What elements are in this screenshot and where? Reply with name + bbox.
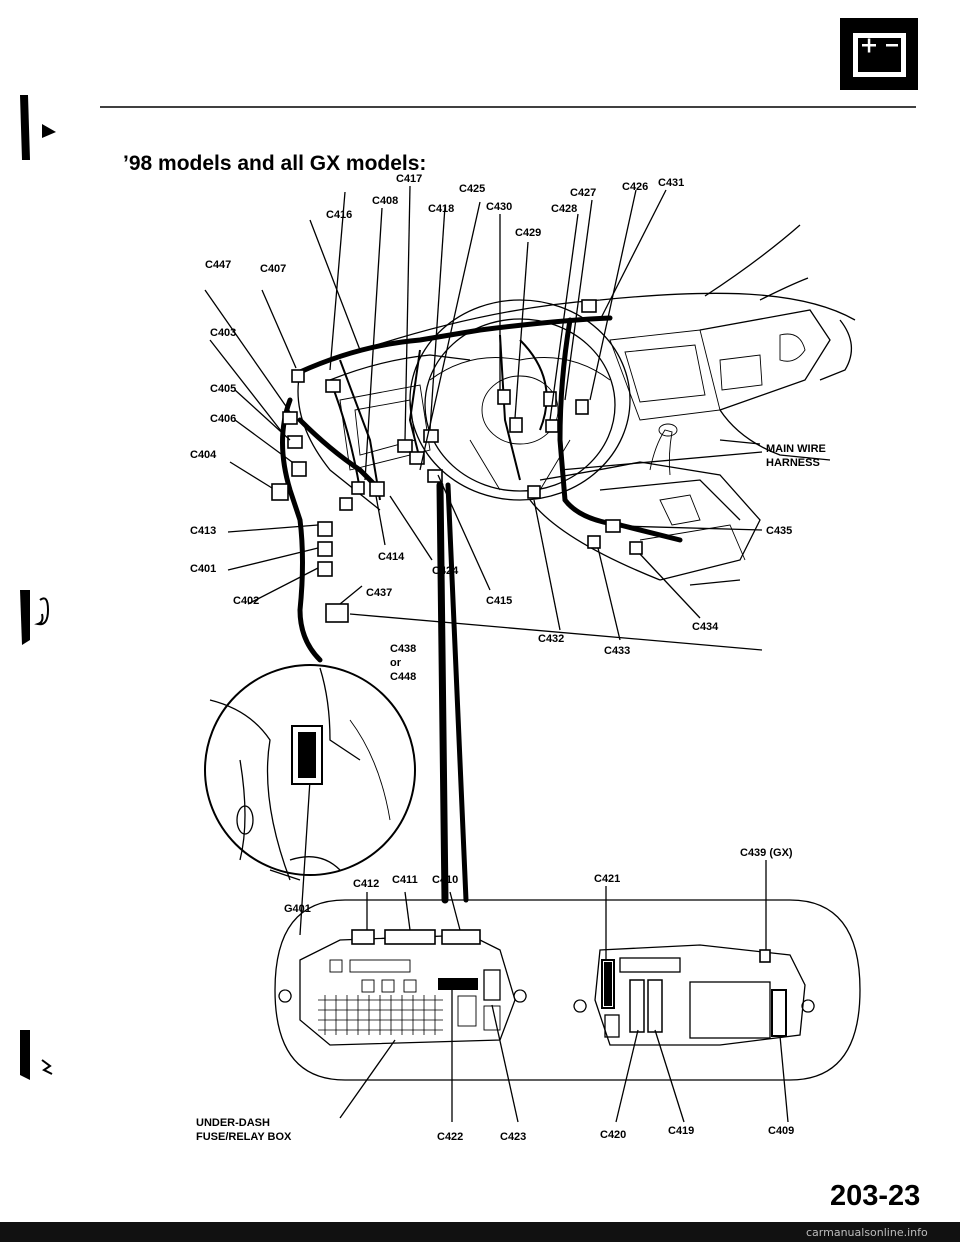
leader-lines [204,185,763,936]
label-c421: C421 [594,873,620,885]
label-or: or [390,657,402,669]
label-main-wire-1: MAIN WIRE [766,443,826,455]
label-c427: C427 [570,187,596,199]
label-c432: C432 [538,633,564,645]
label-c401: C401 [190,563,216,575]
label-main-wire-2: HARNESS [766,457,820,469]
label-c405: C405 [210,383,236,395]
label-c448: C448 [390,671,416,683]
label-c424: C424 [432,565,459,577]
label-fuse-1: UNDER-DASH [196,1117,270,1129]
connector-symbols [271,299,643,623]
label-c435: C435 [766,525,792,537]
label-c426: C426 [622,181,648,193]
label-c404: C404 [190,449,217,461]
label-c428: C428 [551,203,577,215]
label-c407: C407 [260,263,286,275]
label-c420: C420 [600,1129,626,1141]
inset-detail [204,664,416,881]
fuse-box-leaders [339,860,789,1123]
label-c414: C414 [378,551,405,563]
label-c425: C425 [459,183,485,195]
label-c417: C417 [396,173,422,185]
label-c411: C411 [392,874,418,886]
label-c439: C439 (GX) [740,847,793,859]
label-c409: C409 [768,1125,794,1137]
page-number: 203-23 [830,1180,920,1212]
fuse-relay-box [274,899,861,1081]
label-c431: C431 [658,177,684,189]
label-c423: C423 [500,1131,526,1143]
label-c434: C434 [692,621,719,633]
dashboard-drawing [280,224,856,904]
label-c419: C419 [668,1125,694,1137]
label-c437: C437 [366,587,392,599]
battery-icon [840,18,918,90]
label-c402: C402 [233,595,259,607]
label-c416: C416 [326,209,352,221]
label-c429: C429 [515,227,541,239]
label-c415: C415 [486,595,512,607]
label-c433: C433 [604,645,630,657]
label-c430: C430 [486,201,512,213]
connector-labels: C417 C408 C416 C425 C418 C430 C429 C427 … [190,173,826,1143]
label-c413: C413 [190,525,216,537]
footer-bar [0,1222,960,1242]
label-g401: G401 [284,903,311,915]
label-fuse-2: FUSE/RELAY BOX [196,1131,292,1143]
label-c418: C418 [428,203,454,215]
label-c422: C422 [437,1131,463,1143]
label-c406: C406 [210,413,236,425]
label-c447: C447 [205,259,231,271]
watermark: carmanualsonline.info [806,1226,928,1239]
label-c438: C438 [390,643,416,655]
label-c410: C410 [432,874,458,886]
label-c403: C403 [210,327,236,339]
section-title: ’98 models and all GX models: [123,152,426,175]
label-c408: C408 [372,195,398,207]
label-c412: C412 [353,878,379,890]
